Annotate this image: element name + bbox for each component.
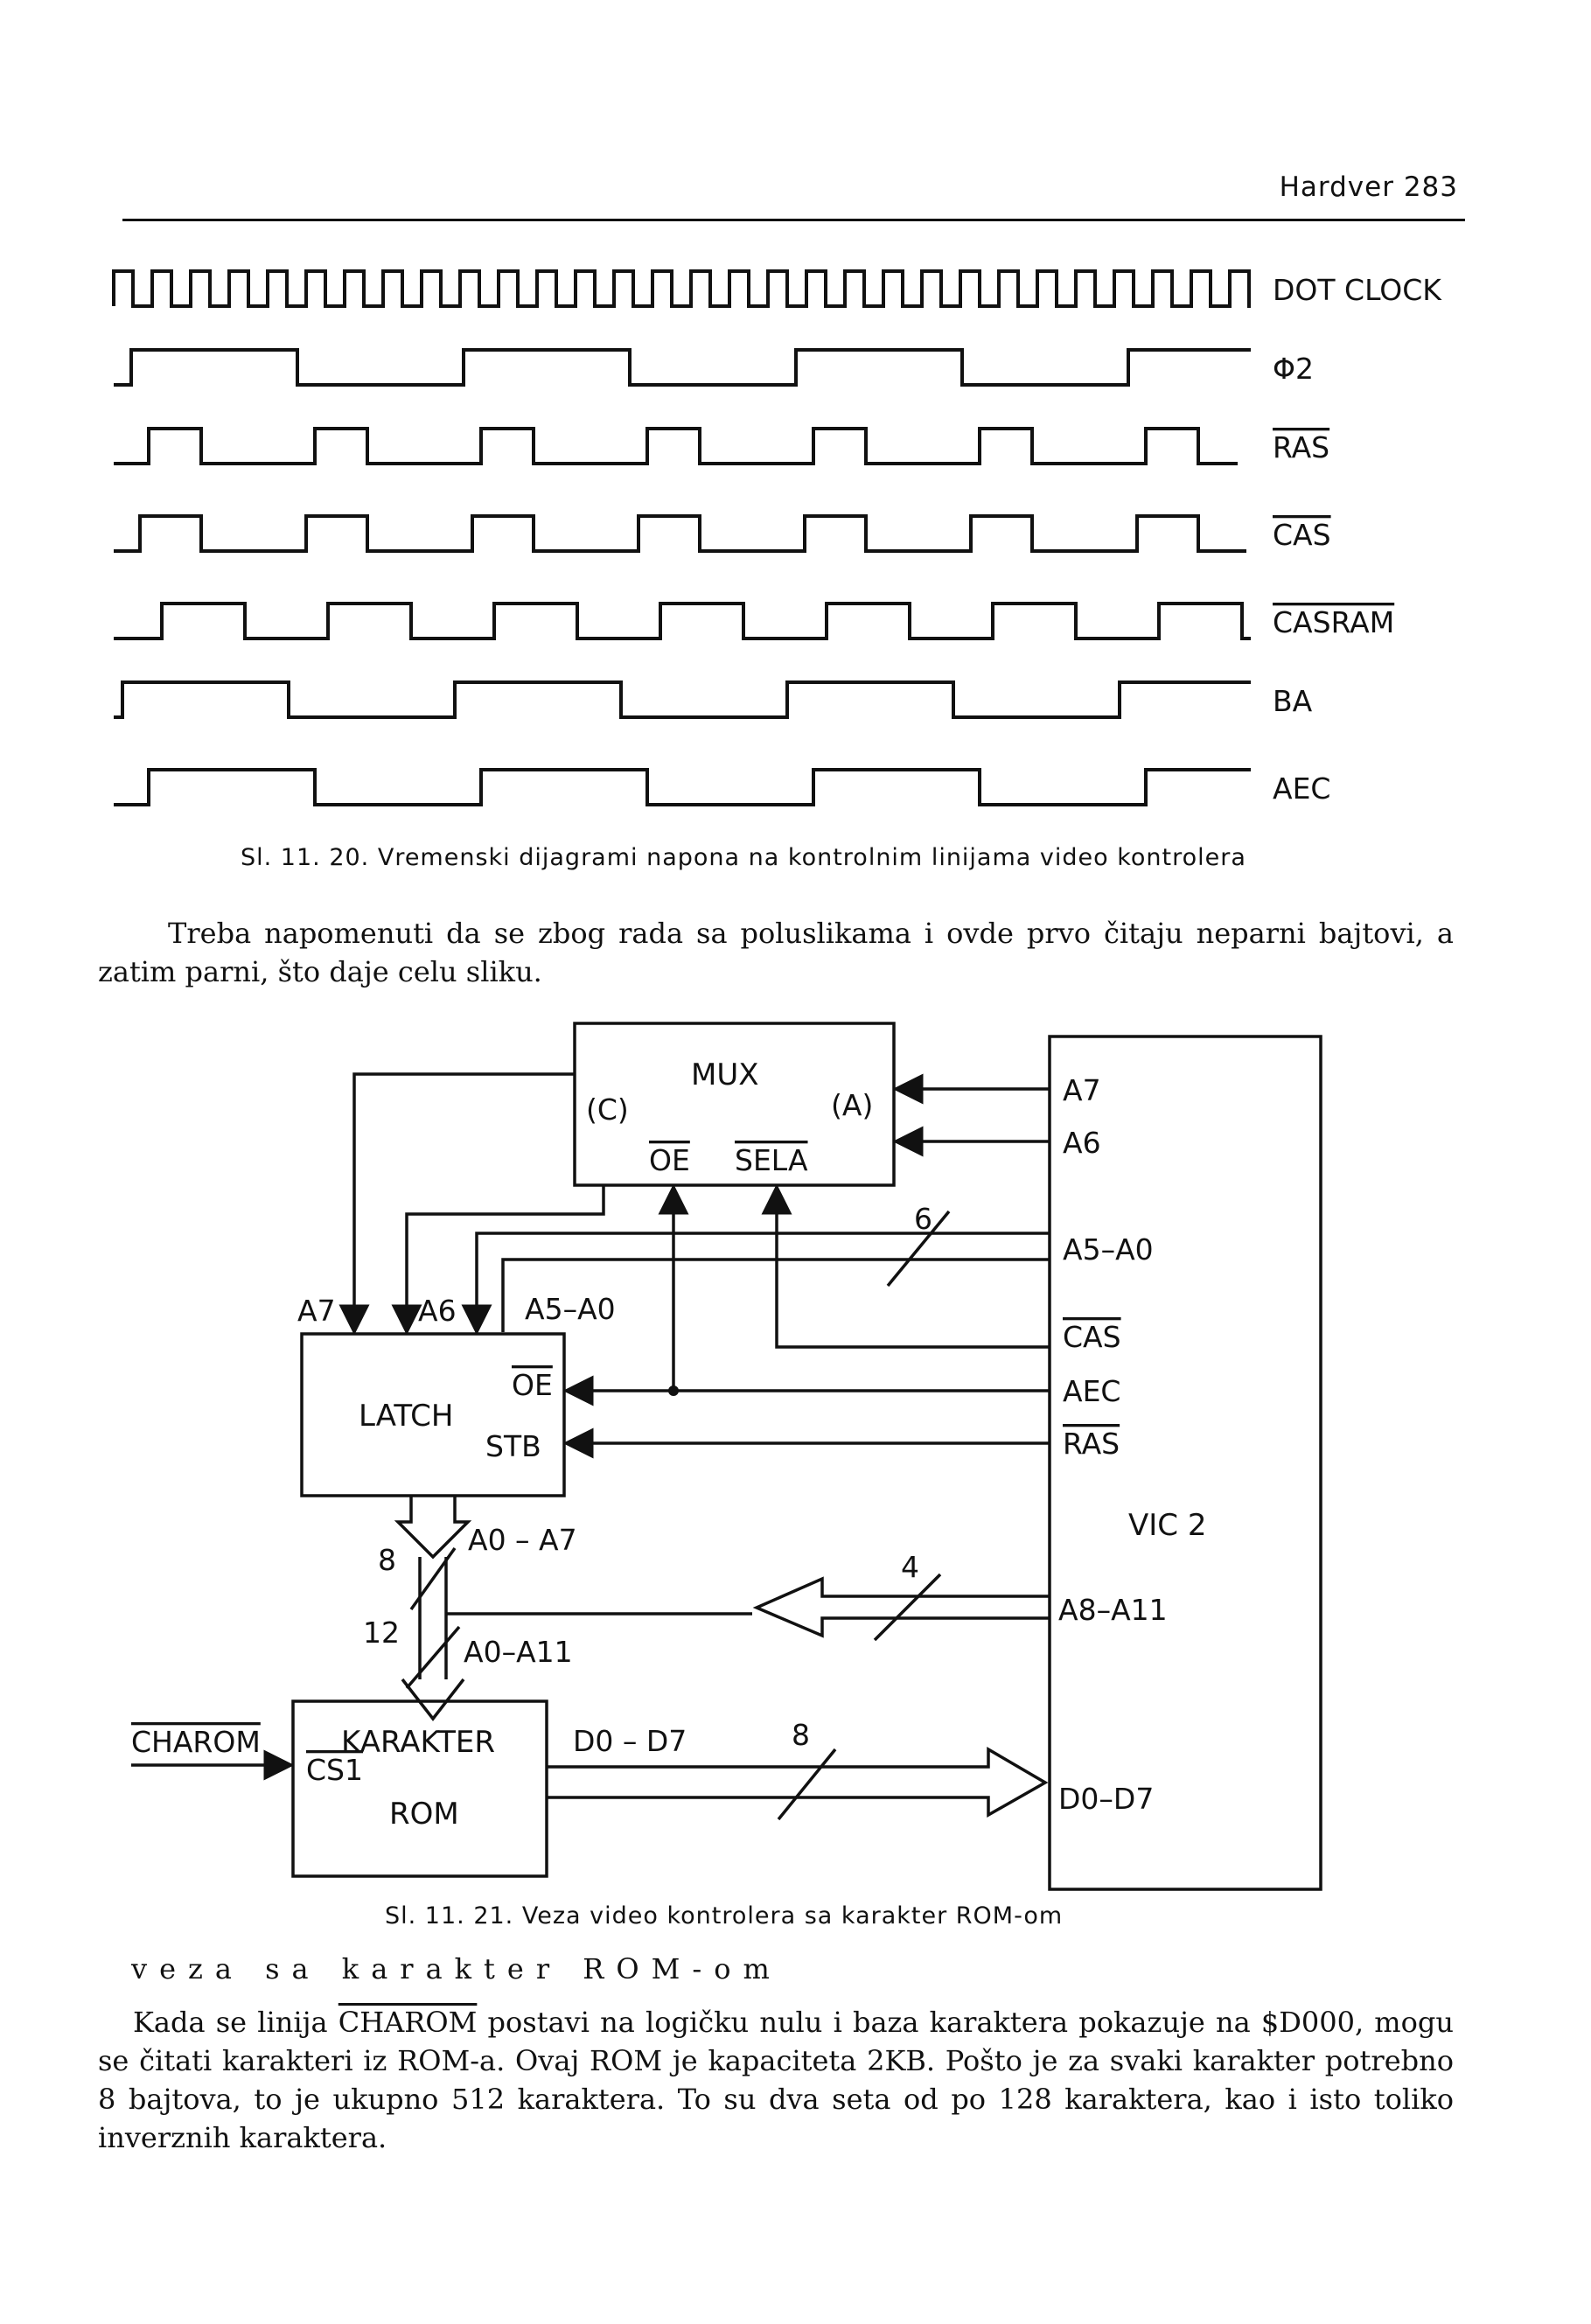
rom-title-1: KARAKTER	[341, 1725, 495, 1760]
signal-label-2: Φ2	[1273, 352, 1314, 386]
signal-label-3: RAS	[1273, 430, 1329, 464]
vic-title: VIC 2	[1128, 1508, 1206, 1543]
latch-stb: STB	[485, 1429, 541, 1463]
rom-cs: CS1	[306, 1753, 363, 1787]
signal-label-6: BA	[1273, 684, 1313, 718]
paragraph-2-pre: Kada se linija	[133, 2006, 338, 2039]
paragraph-2: Kada se linija CHAROM postavi na logičku…	[98, 2003, 1454, 2157]
signal-label-5: CASRAM	[1273, 605, 1394, 639]
vic-pin-cas: CAS	[1063, 1320, 1121, 1354]
waveform-1	[112, 269, 1251, 308]
bus-label-a0a7: A0 – A7	[468, 1523, 577, 1557]
waveform-5	[114, 602, 1251, 640]
waveform-3	[114, 427, 1238, 465]
bus-label-8a: 8	[378, 1543, 396, 1577]
page-header: Hardver 283	[122, 157, 1465, 221]
vic-pin-aec: AEC	[1063, 1374, 1120, 1408]
block-caption: Sl. 11. 21. Veza video kontrolera sa kar…	[385, 1902, 1064, 1930]
latch-in-a6: A6	[418, 1294, 457, 1328]
vic-pin-a6: A6	[1063, 1126, 1101, 1160]
page-number: Hardver 283	[1279, 171, 1458, 203]
waveform-4	[114, 514, 1246, 553]
latch-box	[300, 1332, 566, 1497]
bus-label-12: 12	[363, 1616, 400, 1650]
rom-title-2: ROM	[389, 1797, 459, 1832]
waveform-2	[114, 348, 1251, 387]
bus-label-a0a11: A0–A11	[464, 1635, 573, 1669]
bus-label-d0d7: D0 – D7	[573, 1724, 687, 1758]
waveform-7	[114, 768, 1251, 806]
vic-pin-a7: A7	[1063, 1073, 1101, 1107]
latch-in-a5a0: A5–A0	[525, 1292, 616, 1326]
signal-label-7: AEC	[1273, 771, 1330, 806]
rom-charom: CHAROM	[131, 1725, 261, 1759]
vic-box	[1048, 1035, 1322, 1891]
vic-pin-a5a0: A5–A0	[1063, 1232, 1154, 1267]
mux-title: MUX	[691, 1057, 759, 1092]
bus-label-6: 6	[914, 1202, 932, 1236]
mux-oe: OE	[649, 1143, 690, 1177]
paragraph-2-post: postavi na logičku nulu i baza karaktera…	[98, 2006, 1455, 2154]
bus-label-8d: 8	[792, 1718, 810, 1752]
mux-port-c: (C)	[586, 1092, 629, 1127]
mux-box	[573, 1022, 896, 1187]
vic-pin-ras: RAS	[1063, 1427, 1120, 1461]
bus-label-4: 4	[901, 1550, 919, 1584]
section-heading: veza sa karakter ROM-om	[131, 1952, 782, 1986]
waveform-6	[114, 680, 1251, 719]
latch-oe: OE	[512, 1368, 553, 1402]
latch-in-a7: A7	[297, 1294, 336, 1328]
block-diagram: MUX (C) (A) OE SELA LATCH OE STB A7 A6 A…	[131, 1022, 1322, 1891]
paragraph-2-charom: CHAROM	[338, 2006, 478, 2039]
signal-label-1: DOT CLOCK	[1273, 273, 1442, 307]
vic-pin-a8a11: A8–A11	[1058, 1593, 1168, 1627]
vic-pin-d0d7: D0–D7	[1058, 1782, 1154, 1816]
mux-sela: SELA	[735, 1143, 808, 1177]
paragraph-1: Treba napomenuti da se zbog rada sa polu…	[98, 917, 1454, 988]
timing-caption: Sl. 11. 20. Vremenski dijagrami napona n…	[241, 844, 1246, 871]
latch-title: LATCH	[359, 1399, 453, 1434]
signal-label-4: CAS	[1273, 518, 1331, 552]
mux-port-a: (A)	[831, 1088, 873, 1122]
